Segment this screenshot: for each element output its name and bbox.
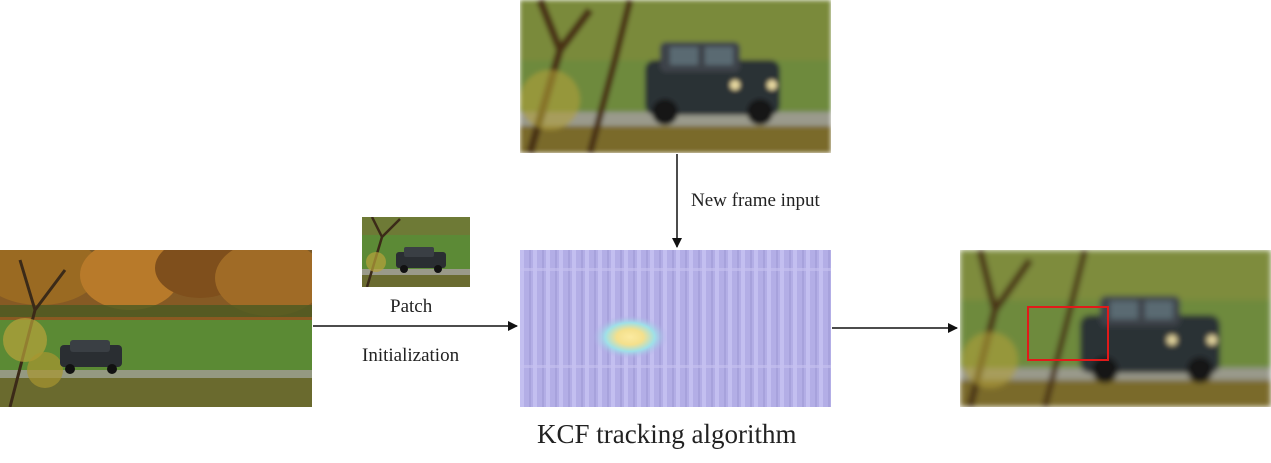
patch-label: Patch [390,296,433,317]
tracking-bounding-box [1027,306,1109,361]
new-frame-image [520,0,831,153]
new-frame-input-label: New frame input [691,190,820,211]
tracked-output-image [960,250,1271,407]
response-map-image [520,250,831,407]
initialization-label: Initialization [362,345,460,366]
patch-image [362,217,470,287]
algorithm-title: KCF tracking algorithm [537,419,797,449]
initial-frame-image [0,250,312,407]
